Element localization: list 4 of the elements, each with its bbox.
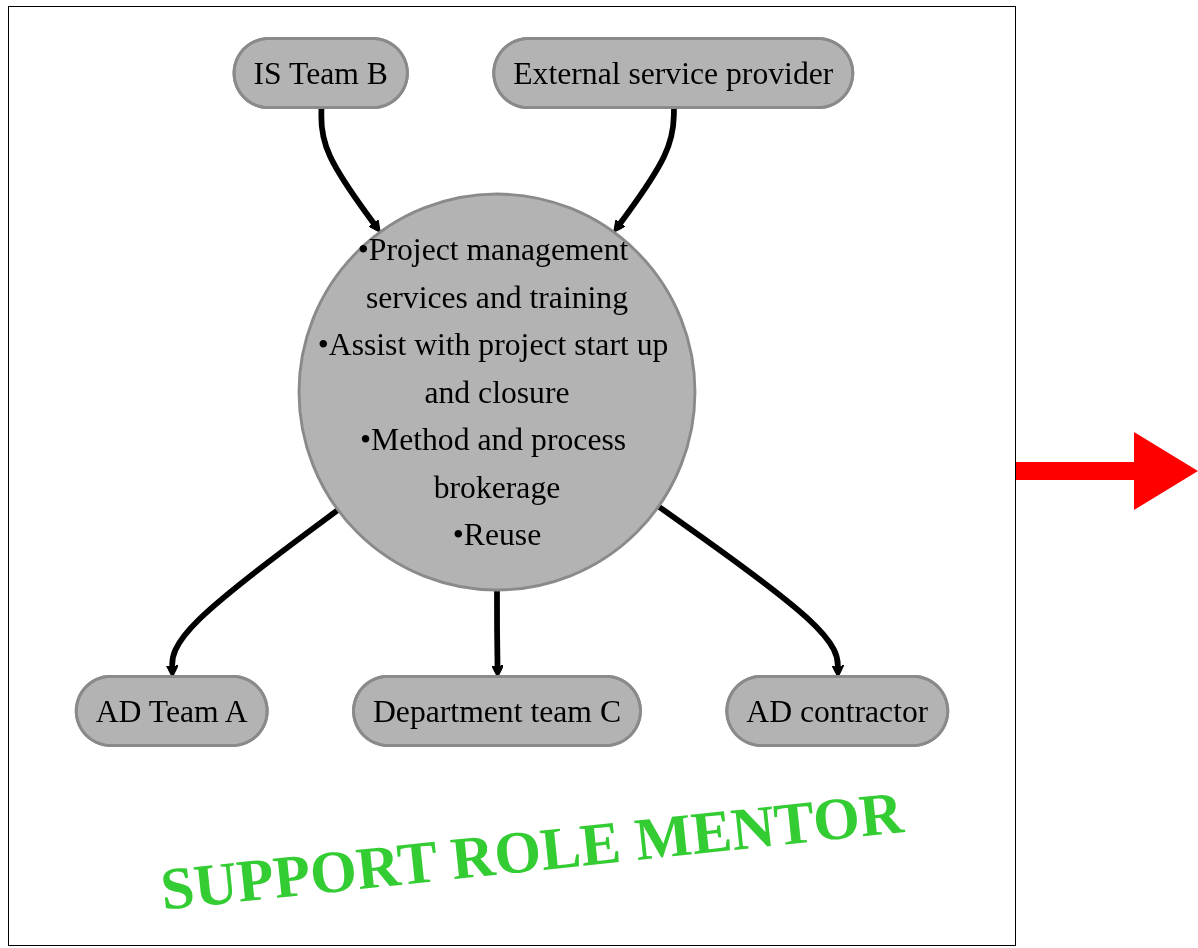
arrow: [318, 108, 381, 233]
overlay-heading: SUPPORT ROLE MENTOR: [157, 778, 907, 925]
arrow: [613, 108, 677, 233]
node-circle: •Project management services and training •Assist with project start up and closure •Method and process brokerage •Reuse: [297, 192, 697, 592]
